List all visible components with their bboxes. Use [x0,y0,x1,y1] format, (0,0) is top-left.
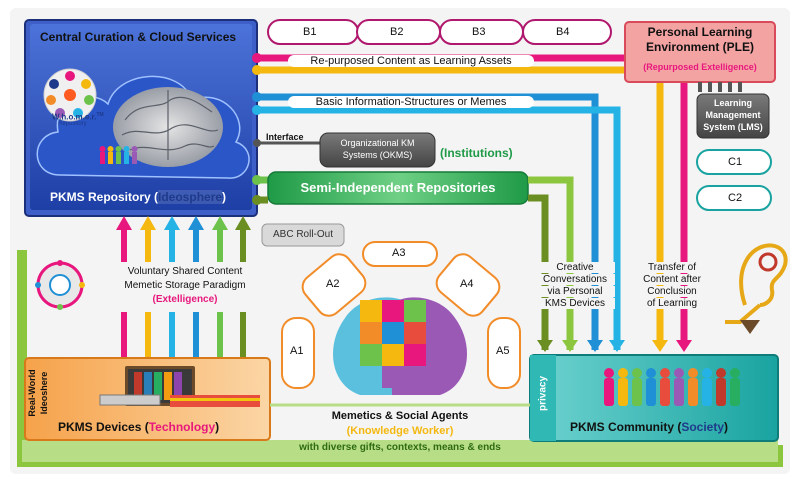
privacy-strip [530,355,556,441]
memetics-line-1: Memetics & Social Agents [331,410,469,422]
institutions-label: (Institutions) [440,146,513,160]
transfer-line-1: Transfer of [636,262,708,273]
real-world-label: Real-World [27,369,37,417]
a4-label: A4 [460,278,474,290]
creative-line-1: Creative [535,262,615,273]
a2-label: A2 [326,278,340,290]
interface-label: Interface [266,132,304,142]
memetics-line-3: with diverse gifts, contexts, means & en… [299,442,501,453]
whomer-logo-sub: Repository [58,121,87,127]
community-people-icon [604,368,740,406]
community-label: PKMS Community (Society) [570,420,729,434]
semi-independent-label: Semi-Independent Repositories [300,180,496,195]
lms-box [696,93,770,139]
transfer-line-4: of Learning [636,298,708,309]
ideoshere-label: Ideoshere [39,371,49,415]
okms-line-1: Organizational KM [340,138,415,148]
creative-line-4: KMS Devices [535,298,615,309]
people-icons-small [99,146,138,164]
creative-line-3: via Personal [535,286,615,297]
okms-line-2: Systems (OKMS) [342,150,413,160]
ple-subtitle: (Repurposed Extelligence) [643,62,757,72]
transfer-line-2: Content after [636,274,708,285]
lms-line-3: System (LMS) [703,122,763,132]
privacy-label: privacy [537,375,549,412]
a-boxes [281,241,521,389]
pencil-head-icon [725,243,788,324]
c1-label: C1 [728,156,743,168]
c2-label: C2 [728,192,743,204]
voluntary-label-bg [108,262,262,312]
abc-rollout-box [261,223,345,247]
cyan-band [257,106,621,350]
creative-line-2: Conversations [535,274,615,285]
pencil-tip [740,320,760,334]
a1-label: A1 [290,345,304,357]
a3-label: A3 [392,247,406,259]
semi-independent-bar [267,171,529,205]
b2-label: B2 [390,26,404,38]
c2-box [696,185,772,211]
a5-label: A5 [496,345,510,357]
lms-line-1: Learning [713,98,752,108]
whomer-logo-text: W.h.o.m.e.r.TM [52,112,104,122]
central-title: Central Curation & Cloud Services [40,30,237,44]
repurposed-band-label: Re-purposed Content as Learning Assets [288,55,534,67]
voluntary-line-1: Voluntary Shared Content [127,266,243,277]
repository-label: PKMS Repository (Ideosphere) [50,190,227,204]
voluntary-line-2: Memetic Storage Paradigm [124,280,246,291]
voluntary-line-3: (Extelligence) [152,294,218,305]
b-boxes [267,19,612,45]
b1-label: B1 [303,26,317,38]
devices-label: PKMS Devices (Technology) [58,420,220,434]
b3-label: B3 [472,26,486,38]
brain-folds [121,90,219,160]
transfer-line-3: Conclusion [636,286,708,297]
abc-rollout-label: ABC Roll-Out [272,229,333,240]
whomer-logo-dots [46,71,94,118]
ple-title-2: Environment (PLE) [645,40,754,54]
puzzle-heads-icon [333,297,467,395]
memetics-line-2: (Knowledge Worker) [346,425,454,437]
bottom-lime-band [22,440,778,462]
lms-line-2: Management [705,110,761,120]
b4-label: B4 [556,26,570,38]
ple-title-1: Personal Learning [647,25,753,39]
c1-box [696,149,772,175]
devices-icon [99,366,260,407]
basic-band-label: Basic Information-Structures or Memes [288,96,534,108]
okms-box [319,132,436,168]
